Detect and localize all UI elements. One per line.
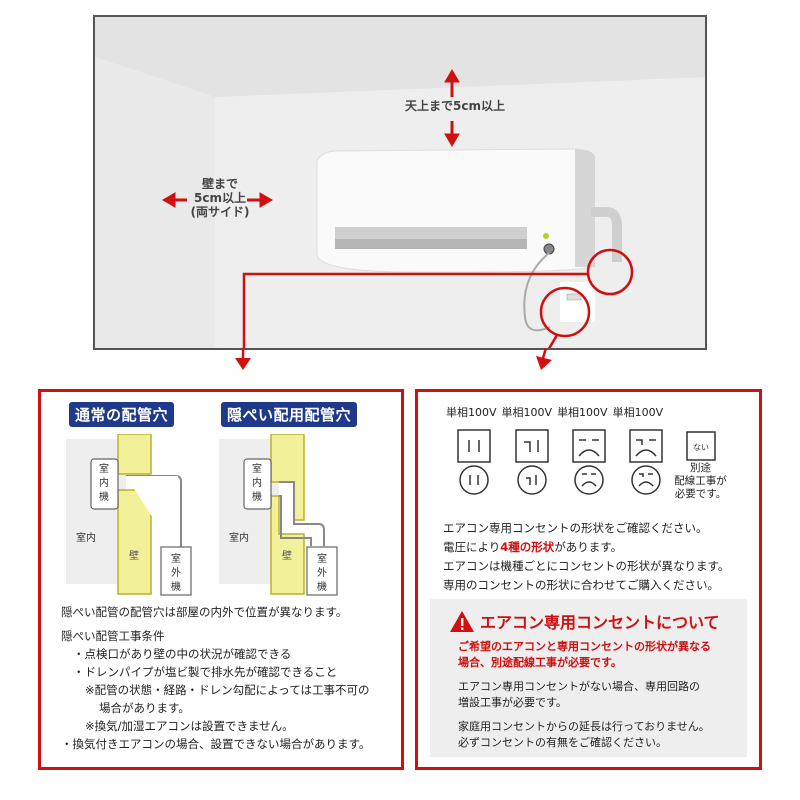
svg-text:壁: 壁 [129,549,139,562]
svg-text:機: 機 [317,580,327,593]
svg-text:機: 機 [171,580,181,593]
note-line: ・点検口があり壁の中の状況が確認できる [73,647,292,661]
notice-title: エアコン専用コンセントについて [450,609,720,633]
voltage-label: 単相100V [501,406,553,419]
concealed-pipe-hole-tag: 隠ぺい配用配管穴 [221,402,358,427]
desc-text: 電圧により [443,540,501,554]
room-illustration [95,17,705,348]
note-line: ・ドレンパイプが塩ビ製で排水先が確認できること [73,665,338,679]
note-line: 場合があります。 [99,701,190,715]
normal-pipe-hole-tag: 通常の配管穴 [69,402,175,427]
notice-warning-text: ご希望のエアコンと専用コンセントの形状が異なる 場合、別途配線工事が必要です。 [458,639,711,671]
notice-body: ご希望のエアコンと専用コンセントの形状が異なる 場合、別途配線工事が必要です。 … [458,639,711,759]
svg-text:室: 室 [317,552,327,565]
desc-line: エアコンは機種ごとにコンセントの形状が異なります。 [443,559,730,573]
notice-line: 家庭用コンセントからの延長は行っておりません。 [458,720,710,733]
note-line: 別途 [690,462,711,474]
note-line: 隠ぺい配管の配管穴は部屋の内外で位置が異なります。 [61,605,348,619]
note-heading: 隠ぺい配管工事条件 [61,629,165,643]
note-line: ・換気付きエアコンの場合、設置できない場合があります。 [61,737,371,751]
svg-text:室: 室 [99,462,109,475]
wall-clearance-line: 5cm以上 [194,191,246,205]
outlet-shapes: ない [457,429,716,495]
warning-triangle-icon [450,610,474,632]
notice-line: エアコン専用コンセントがない場合、専用回路の [458,680,700,693]
desc-line: 電圧により4種の形状があります。 [443,538,729,557]
desc-line: 専用のコンセントの形状に合わせてご購入ください。 [443,578,719,592]
note-line: ※換気/加湿エアコンは設置できません。 [85,719,294,733]
outlet-square-icon [572,429,606,463]
clearance-arrows [162,69,460,208]
outlet-square-icon [457,429,491,463]
note-line: 必要です。 [674,488,727,500]
notice-para: エアコン専用コンセントがない場合、専用回路の 増設工事が必要です。 [458,679,711,711]
note-line: ※配管の状態・経路・ドレン勾配によっては工事不可の [85,683,370,697]
svg-text:機: 機 [99,490,109,503]
concealed-piping-notes: 隠ぺい配管の配管穴は部屋の内外で位置が異なります。 隠ぺい配管工事条件 ・点検口… [61,603,396,753]
svg-text:壁: 壁 [282,549,292,562]
svg-text:室: 室 [252,462,262,475]
four-shapes-highlight: 4種の形状 [500,540,555,554]
wall-clearance-line: 壁まで [201,177,238,191]
voltage-label: 単相100V [612,406,664,419]
wall-clearance-line: (両サイド) [190,205,250,219]
no-outlet-note: 別途 配線工事が 必要です。 [673,462,728,501]
outlet-notice-box: エアコン専用コンセントについて ご希望のエアコンと専用コンセントの形状が異なる … [430,599,747,757]
svg-text:機: 機 [252,490,262,503]
wall-clearance-label: 壁まで 5cm以上 (両サイド) [190,177,250,219]
outlet-panel: 単相100V 単相100V 単相100V 単相100V [415,389,762,770]
callout-markers [242,248,634,348]
installation-scene: 天上まで5cm以上 壁まで 5cm以上 (両サイド) [93,15,707,350]
concealed-piping-diagram: 室 内 機 室内 壁 室 外 機 [219,434,338,596]
svg-text:室内: 室内 [229,531,249,544]
desc-text: があります。 [554,540,623,554]
piping-hole-panel: 通常の配管穴 隠ぺい配用配管穴 室 内 機 室内 壁 室 外 機 室 内 機 室… [38,389,404,770]
note-line: 配線工事が [674,475,727,487]
svg-text:外: 外 [171,567,181,579]
notice-line: 増設工事が必要です。 [458,696,567,709]
outlet-description: エアコン専用コンセントの形状をご確認ください。 電圧により4種の形状があります。… [443,519,729,595]
svg-text:室内: 室内 [76,531,96,544]
desc-line: エアコン専用コンセントの形状をご確認ください。 [443,521,708,535]
svg-text:外: 外 [317,567,327,579]
outlet-square-icon [629,429,663,463]
no-outlet-text: ない [693,443,709,452]
ac-unit-icon [316,148,622,332]
svg-text:内: 内 [99,476,109,489]
notice-line: ご希望のエアコンと専用コンセントの形状が異なる [458,640,711,653]
voltage-label: 単相100V [557,406,608,419]
voltage-label: 単相100V [446,406,497,419]
svg-text:室: 室 [171,552,181,565]
no-outlet-icon [686,431,716,461]
voltage-labels: 単相100V 単相100V 単相100V 単相100V [446,404,663,420]
pointer-arrowheads [235,348,552,370]
ceiling-clearance-label: 天上まで5cm以上 [405,99,505,113]
notice-para: 家庭用コンセントからの延長は行っておりません。 必ずコンセントの有無をご確認くだ… [458,719,711,751]
notice-title-text: エアコン専用コンセントについて [480,613,720,632]
notice-line: 場合、別途配線工事が必要です。 [458,656,622,669]
notice-line: 必ずコンセントの有無をご確認ください。 [458,736,667,749]
outlet-square-icon [515,429,549,463]
svg-text:内: 内 [252,476,262,489]
normal-piping-diagram: 室 内 機 室内 壁 室 外 機 [66,434,192,596]
